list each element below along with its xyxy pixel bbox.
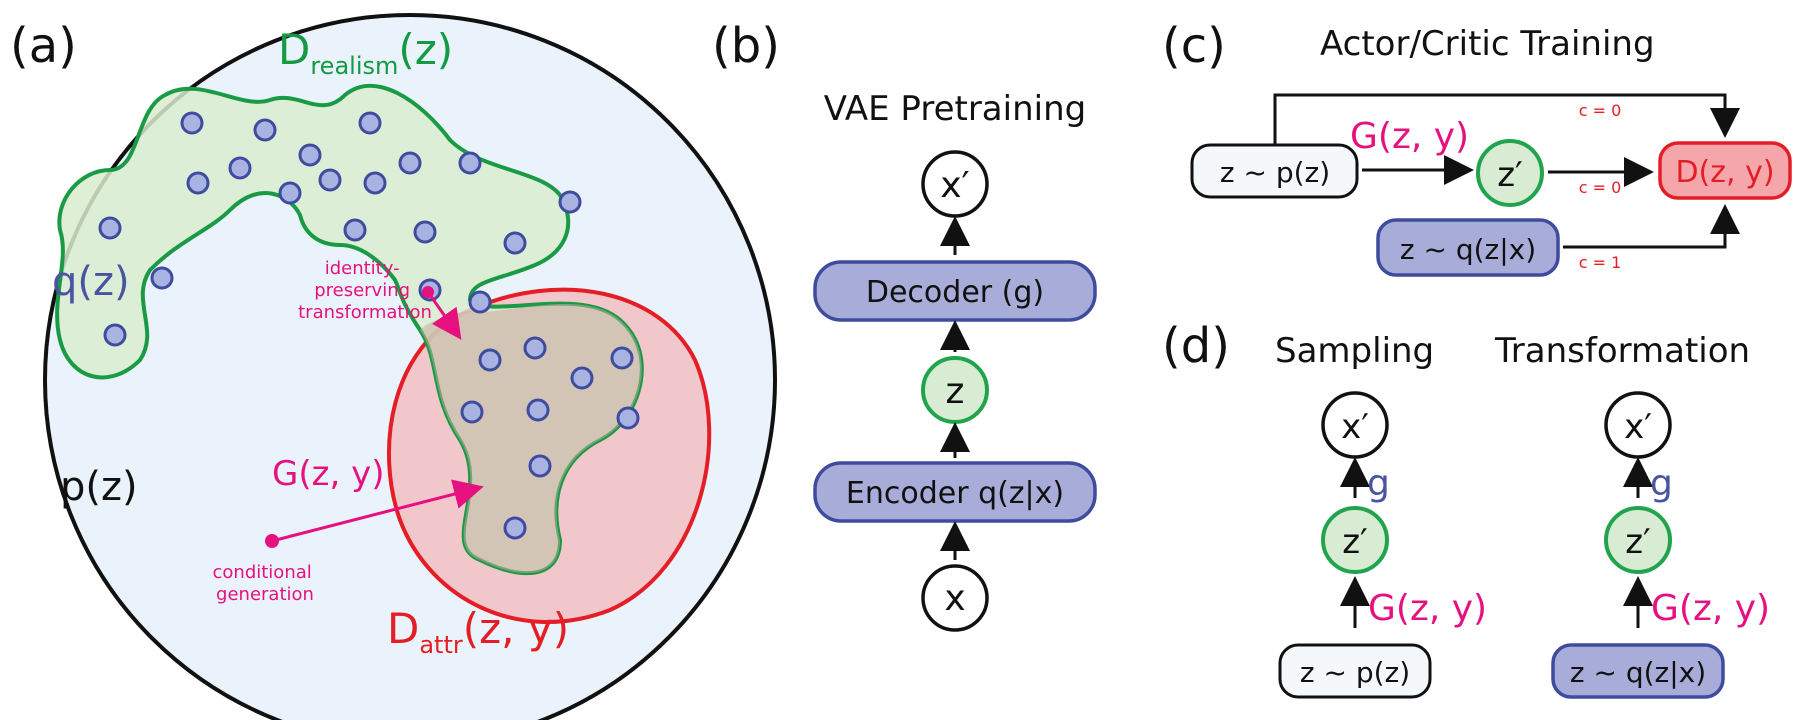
transformation-g-zy-label: G(z, y) — [1651, 588, 1770, 629]
x-node — [921, 564, 989, 632]
sample-dot — [616, 406, 640, 430]
critic-box — [1658, 141, 1792, 200]
transformation-z-prime-text: z′ — [1625, 522, 1651, 562]
sampling-z-prime-node — [1321, 506, 1389, 574]
x-text: x — [944, 578, 965, 619]
sample-dot — [458, 151, 482, 175]
transformation-posterior-box — [1551, 643, 1725, 699]
transformation-title: Transformation — [1494, 331, 1750, 371]
sampling-title: Sampling — [1275, 331, 1434, 371]
posterior-to-critic-arrow — [1563, 204, 1740, 249]
transformation-x-prime-text: x′ — [1624, 407, 1652, 447]
sample-dot — [228, 156, 252, 180]
identity-preserving-label: identity- preserving transformation — [298, 258, 432, 323]
transformation-column: x′ g z′ G(z, y) z ~ q(z|x) — [1551, 391, 1770, 699]
sampling-g-label: g — [1367, 463, 1390, 504]
panel-b-label: (b) — [712, 18, 780, 74]
posterior-sample-text: z ~ q(z|x) — [1400, 233, 1536, 266]
c-mid-label: c = 0 — [1579, 178, 1622, 197]
z-prime-node — [1476, 139, 1544, 207]
sample-dot — [460, 400, 484, 424]
d-realism-label: Drealism(z) — [278, 25, 453, 80]
panel-a: (a) — [10, 13, 777, 720]
sampling-z-prime-text: z′ — [1342, 522, 1368, 562]
sample-dot — [468, 290, 492, 314]
sample-dot — [558, 190, 582, 214]
sample-dot — [298, 143, 322, 167]
prior-sample-box — [1190, 143, 1359, 199]
c-bottom-label: c = 1 — [1579, 253, 1622, 272]
sample-dot — [278, 181, 302, 205]
sample-dot — [318, 168, 342, 192]
critic-text: D(z, y) — [1675, 155, 1774, 190]
actor-critic-title: Actor/Critic Training — [1320, 24, 1655, 64]
transformation-z-prime-node — [1604, 506, 1672, 574]
g-label: G(z, y) — [272, 454, 384, 494]
identity-transform-arrow — [426, 291, 462, 340]
x-prime-text: x′ — [940, 165, 969, 206]
prior-sample-text: z ~ p(z) — [1220, 156, 1330, 189]
sampling-column: x′ g z′ G(z, y) z ~ p(z) — [1278, 391, 1487, 699]
p-z-label: p(z) — [60, 464, 138, 510]
transformation-posterior-text: z ~ q(z|x) — [1570, 656, 1706, 689]
sample-dot — [526, 398, 550, 422]
g-label-c: G(z, y) — [1350, 116, 1469, 157]
sample-dot — [528, 454, 552, 478]
sample-dot — [570, 366, 594, 390]
sample-dot — [503, 516, 527, 540]
posterior-sample-box — [1376, 218, 1560, 277]
sample-dot — [610, 346, 634, 370]
conditional-generation-arrow — [271, 479, 484, 543]
transformation-g-label: g — [1650, 463, 1673, 504]
panel-b: (b) VAE Pretraining x′ Decoder (g) z Enc… — [712, 18, 1097, 632]
sample-dot — [363, 171, 387, 195]
sample-dot — [343, 218, 367, 242]
sampling-g-zy-label: G(z, y) — [1368, 588, 1487, 629]
sample-dot — [523, 336, 547, 360]
sample-dot — [150, 266, 174, 290]
panel-d: (d) Sampling Transformation x′ g z′ G(z,… — [1162, 318, 1770, 699]
vae-pretraining-title: VAE Pretraining — [824, 89, 1086, 129]
encoder-text: Encoder q(z|x) — [846, 476, 1064, 511]
sample-dot — [478, 348, 502, 372]
sample-dot — [253, 118, 277, 142]
sample-dot — [398, 151, 422, 175]
c-top-label: c = 0 — [1579, 101, 1622, 120]
decoder-text: Decoder (g) — [866, 275, 1044, 310]
sample-dot — [503, 231, 527, 255]
sampling-prior-text: z ~ p(z) — [1300, 656, 1410, 689]
sample-dot — [358, 111, 382, 135]
sample-dot — [180, 111, 204, 135]
q-z-label: q(z) — [52, 259, 130, 305]
sample-dot — [186, 171, 210, 195]
sampling-x-prime-text: x′ — [1341, 407, 1369, 447]
z-text: z — [946, 371, 965, 412]
conditional-generation-label: conditional generation — [213, 562, 318, 605]
d-attr-label: Dattr(z, y) — [387, 604, 569, 659]
panel-a-label: (a) — [10, 18, 77, 74]
sample-dot — [103, 323, 127, 347]
panel-d-label: (d) — [1162, 318, 1230, 374]
panel-c: (c) Actor/Critic Training c = 0 z ~ p(z)… — [1162, 18, 1792, 277]
prior-to-critic-arrow — [1273, 93, 1740, 145]
latent-samples — [98, 111, 640, 540]
z-prime-text: z′ — [1497, 155, 1523, 195]
panel-c-label: (c) — [1162, 18, 1226, 74]
sample-dot — [413, 220, 437, 244]
sample-dot — [98, 216, 122, 240]
sampling-prior-box — [1278, 643, 1432, 699]
